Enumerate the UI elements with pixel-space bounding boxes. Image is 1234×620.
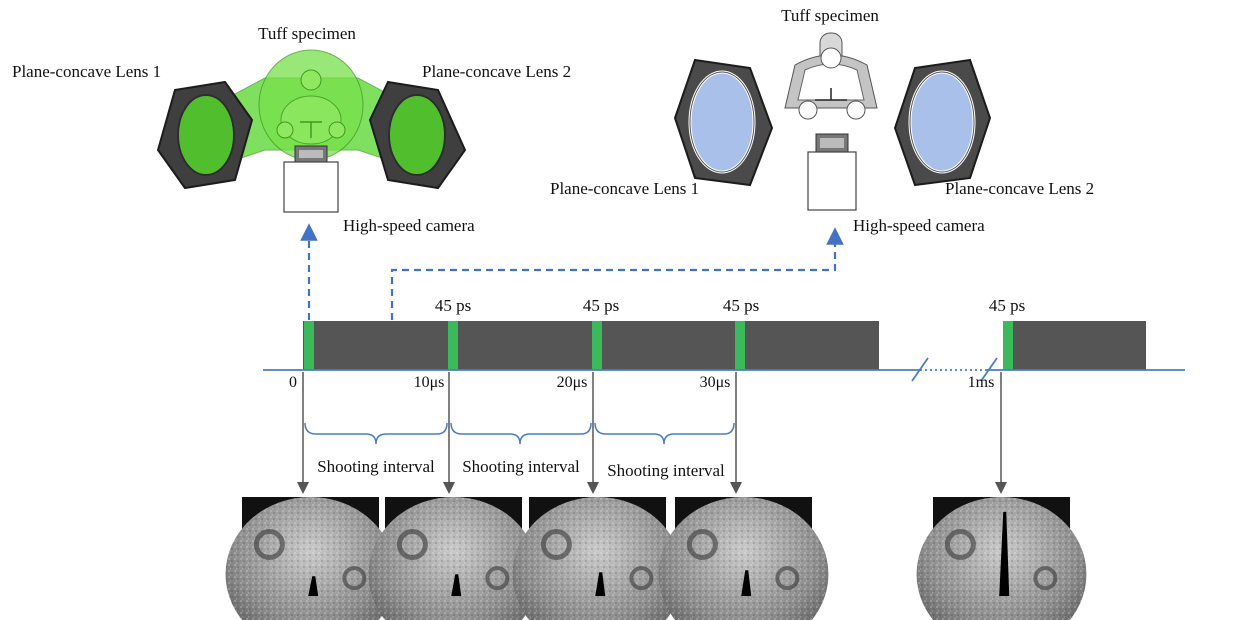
- xray-frame-2: [512, 497, 683, 620]
- time-label-30us: 30μs: [700, 374, 731, 391]
- image-frames: [225, 497, 1087, 620]
- setup-right: Tuff specimen Plane-concave Lens 1 Plane…: [550, 6, 1094, 235]
- pulse-label-3: 45 ps: [723, 296, 759, 315]
- xray-frame-0: [225, 497, 396, 620]
- interval-brace-1: [304, 422, 448, 445]
- interval-brace-3: [594, 422, 735, 445]
- camera-label-left: High-speed camera: [343, 216, 475, 235]
- xray-frame-4: [916, 497, 1087, 620]
- crack-0: [308, 576, 319, 596]
- pulse-2: [592, 321, 602, 370]
- lens-2-left: [368, 80, 467, 190]
- interval-label-1: Shooting interval: [317, 457, 435, 476]
- crack-3: [741, 570, 752, 596]
- crack-2: [595, 572, 606, 596]
- pulse-1: [448, 321, 458, 370]
- trigger-arrows: [300, 223, 844, 320]
- xray-frame-1: [368, 497, 539, 620]
- lens1-label-right: Plane-concave Lens 1: [550, 179, 699, 198]
- light-beam: [204, 49, 419, 171]
- lens2-label-left: Plane-concave Lens 2: [422, 62, 571, 81]
- interval-label-3: Shooting interval: [607, 461, 725, 480]
- interval-label-2: Shooting interval: [462, 457, 580, 476]
- time-label-10us: 10μs: [414, 374, 445, 391]
- interval-brace-2: [450, 422, 592, 445]
- axis-break-mark-1: [911, 357, 929, 382]
- camera-left: [283, 145, 339, 213]
- pulse-4: [1003, 321, 1013, 370]
- exposure-block-late: [1003, 321, 1146, 370]
- pulse-label-1: 45 ps: [435, 296, 471, 315]
- crack-1: [451, 574, 462, 596]
- lens-2-right: [893, 58, 992, 187]
- specimen-label-left: Tuff specimen: [258, 24, 356, 43]
- lens2-label-right: Plane-concave Lens 2: [945, 179, 1094, 198]
- arrow-to-right-setup: [390, 227, 844, 320]
- lens-1-right: [673, 58, 774, 187]
- time-label-20us: 20μs: [557, 374, 588, 391]
- pulse-0: [304, 321, 314, 370]
- camera-label-right: High-speed camera: [853, 216, 985, 235]
- exposure-block-main: [303, 321, 879, 370]
- camera-right: [807, 133, 857, 211]
- timeline: 45 ps 45 ps 45 ps 45 ps 0 10μs 20μs 30μs…: [263, 296, 1185, 494]
- specimen-label-right: Tuff specimen: [781, 6, 879, 25]
- pulse-3: [735, 321, 745, 370]
- crack-4: [999, 511, 1010, 596]
- axis-break-mark-2: [980, 357, 998, 382]
- lens-1-left: [156, 80, 254, 190]
- pulse-label-4: 45 ps: [989, 296, 1025, 315]
- lens1-label-left: Plane-concave Lens 1: [12, 62, 161, 81]
- specimen-holder: [784, 32, 878, 120]
- xray-frame-3: [658, 497, 829, 620]
- time-label-0: 0: [289, 374, 297, 391]
- time-label-1ms: 1ms: [968, 374, 995, 391]
- setup-left: Tuff specimen Plane-concave Lens 1 Plane…: [12, 24, 571, 235]
- pulse-label-2: 45 ps: [583, 296, 619, 315]
